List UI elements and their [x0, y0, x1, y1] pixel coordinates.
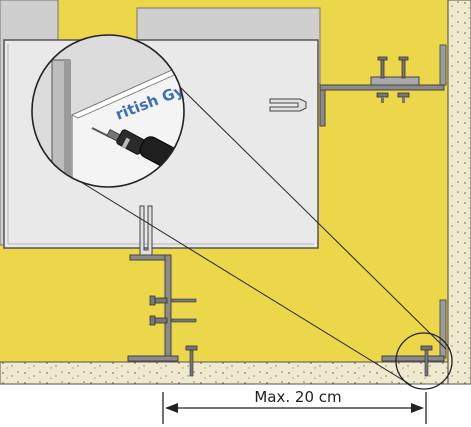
floor-slab: [0, 361, 471, 385]
dimension-line: [162, 392, 427, 424]
upper-hook-clip: [269, 98, 307, 112]
top-bracket-plate: [370, 76, 420, 86]
dimension-label: Max. 20 cm: [254, 388, 342, 406]
floor-anchor-right: [420, 345, 433, 377]
right-wall-channel-lower: [439, 299, 447, 359]
right-masonry-wall: [447, 0, 471, 385]
center-top-plate: [129, 254, 171, 261]
detail-board-edge: [71, 61, 184, 119]
dimension-arrow-right: [411, 403, 424, 413]
callout-line-lower: [54, 165, 412, 386]
floor-anchor-center: [185, 345, 198, 377]
bottom-track-right: [381, 355, 445, 362]
stud-screw-upper: [149, 295, 197, 306]
dimension-arrow-left: [165, 403, 178, 413]
detail-focus-circle: [395, 332, 453, 390]
upper-vertical-bracket: [319, 89, 326, 127]
top-screw-left: [376, 56, 389, 103]
top-angle-bracket: [319, 84, 445, 91]
callout-line-upper: [176, 83, 447, 350]
center-vertical-stud: [164, 254, 172, 360]
magnifier-detail: ritish Gypsum: [31, 34, 185, 188]
top-screw-right: [397, 56, 410, 103]
stud-screw-lower: [149, 315, 197, 326]
bottom-track-center: [127, 355, 179, 362]
right-wall-channel: [439, 44, 447, 86]
